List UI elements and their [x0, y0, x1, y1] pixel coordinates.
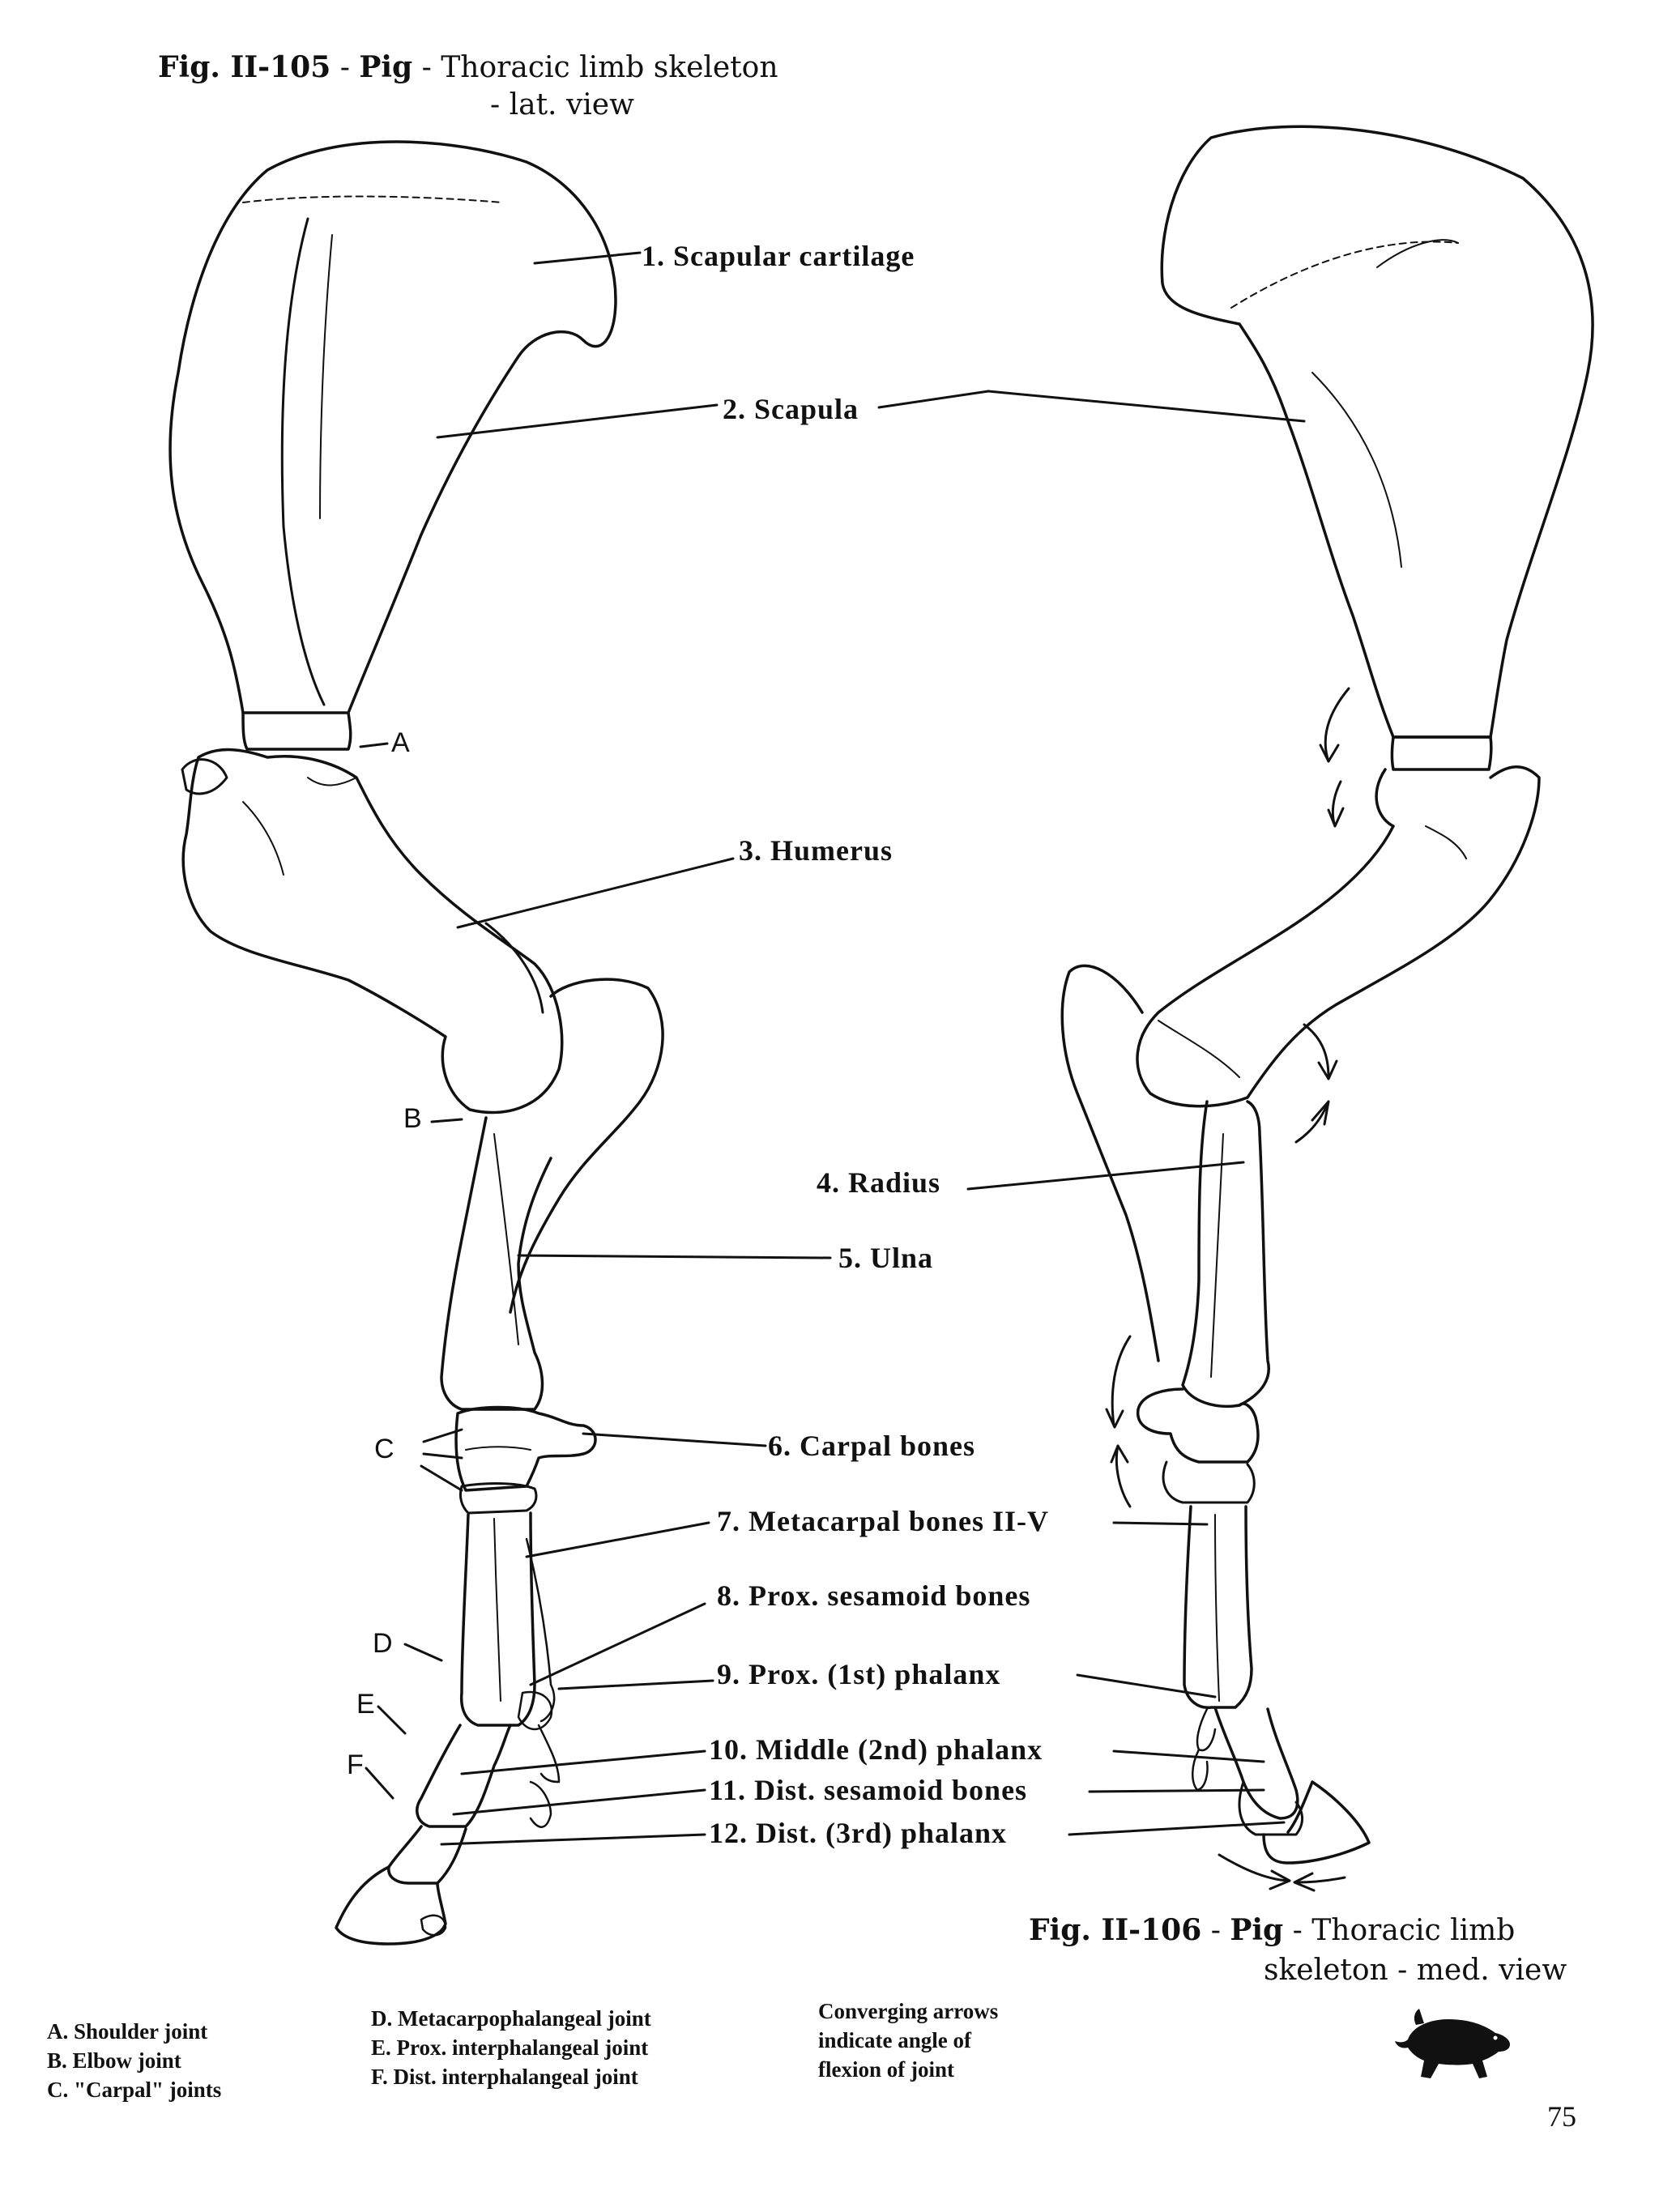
carpal-lateral [454, 1405, 597, 1492]
fig1-subtitle: - lat. view [490, 88, 634, 121]
joint-letter-e: E [356, 1689, 375, 1720]
legend-note-line1: Converging arrows [818, 1999, 999, 2023]
label-scapula: 2. Scapula [723, 393, 859, 425]
fig1-title: Thoracic limb skeleton [441, 51, 778, 84]
label-scapular-cartilage: 1. Scapular cartilage [642, 240, 915, 272]
joint-letter-f: F [347, 1750, 364, 1780]
phalanx2-lateral [387, 1825, 467, 1885]
radius-ulna-lateral [440, 1116, 552, 1411]
metacarpal-medial [1183, 1505, 1253, 1709]
joint-letter-d: D [373, 1628, 393, 1659]
medial-limb-drawing [1060, 125, 1594, 1865]
label-radius: 4. Radius [817, 1166, 941, 1199]
joint-letter-b: B [403, 1103, 422, 1134]
pig-silhouette-icon [1395, 2009, 1510, 2078]
page-number: 75 [1547, 2100, 1576, 2133]
olecranon-medial [1060, 964, 1160, 1362]
fig2-subtitle: skeleton - med. view [1264, 1954, 1567, 1987]
label-humerus: 3. Humerus [739, 834, 893, 867]
flexion-arrows [1105, 687, 1350, 1892]
fig-ii-106-caption: Fig. II-106 - Pig - Thoracic limb [1029, 1912, 1515, 1950]
legend-note-line3: flexion of joint [818, 2057, 954, 2082]
leader-lines [359, 251, 1306, 1846]
fig2-sep1: - [1201, 1914, 1230, 1947]
phalanx-medial [1213, 1706, 1299, 1820]
humerus-medial [1136, 765, 1541, 1108]
label-carpal-bones: 6. Carpal bones [768, 1430, 976, 1462]
lateral-limb-drawing [168, 140, 664, 1946]
metacarpal-lateral [459, 1511, 536, 1727]
fig2-animal: Pig [1230, 1913, 1284, 1947]
legend-item-b: B. Elbow joint [47, 2048, 181, 2073]
legend-arrow-note: Converging arrows indicate angle of flex… [818, 1997, 998, 2084]
legend-item-e: E. Prox. interphalangeal joint [371, 2035, 649, 2060]
legend-item-f: F. Dist. interphalangeal joint [371, 2065, 638, 2089]
fig2-sep2: - [1283, 1914, 1312, 1947]
humerus-lateral [181, 748, 564, 1115]
fig1-number: Fig. II-105 [158, 50, 331, 84]
joint-letter-a: A [391, 727, 410, 758]
fig-ii-105-caption: Fig. II-105 - Pig - Thoracic limb skelet… [158, 49, 778, 87]
legend-joints-d-f: D. Metacarpophalangeal joint E. Prox. in… [371, 2004, 651, 2091]
fig2-number: Fig. II-106 [1029, 1913, 1202, 1947]
label-prox-phalanx: 9. Prox. (1st) phalanx [717, 1658, 1001, 1690]
legend-item-c: C. "Carpal" joints [47, 2078, 222, 2102]
legend-item-d: D. Metacarpophalangeal joint [371, 2006, 651, 2031]
hoof-lateral [335, 1865, 447, 1946]
olecranon-lateral [509, 978, 664, 1314]
hoof-medial [1262, 1780, 1371, 1865]
legend-note-line2: indicate angle of [818, 2028, 971, 2052]
radius-ulna-medial [1181, 1100, 1270, 1408]
scapula-medial [1160, 125, 1594, 739]
legend-item-a: A. Shoulder joint [47, 2019, 208, 2044]
fig1-sep1: - [331, 51, 360, 84]
label-ulna: 5. Ulna [838, 1242, 934, 1274]
label-dist-sesamoid-bones: 11. Dist. sesamoid bones [709, 1774, 1028, 1806]
label-prox-sesamoid-bones: 8. Prox. sesamoid bones [717, 1579, 1031, 1612]
fig1-sep2: - [412, 51, 441, 84]
fig2-title: Thoracic limb [1311, 1914, 1516, 1947]
phalanx1-lateral [416, 1724, 512, 1828]
joint-letter-c: C [374, 1434, 394, 1464]
fig1-animal: Pig [359, 50, 413, 84]
scapula-lateral [168, 140, 617, 714]
label-dist-phalanx: 12. Dist. (3rd) phalanx [709, 1817, 1008, 1849]
carpal-medial [1137, 1387, 1260, 1464]
label-middle-phalanx: 10. Middle (2nd) phalanx [709, 1733, 1043, 1766]
label-metacarpal-bones: 7. Metacarpal bones II-V [717, 1505, 1049, 1537]
legend-joints-a-c: A. Shoulder joint B. Elbow joint C. "Car… [47, 2017, 221, 2104]
